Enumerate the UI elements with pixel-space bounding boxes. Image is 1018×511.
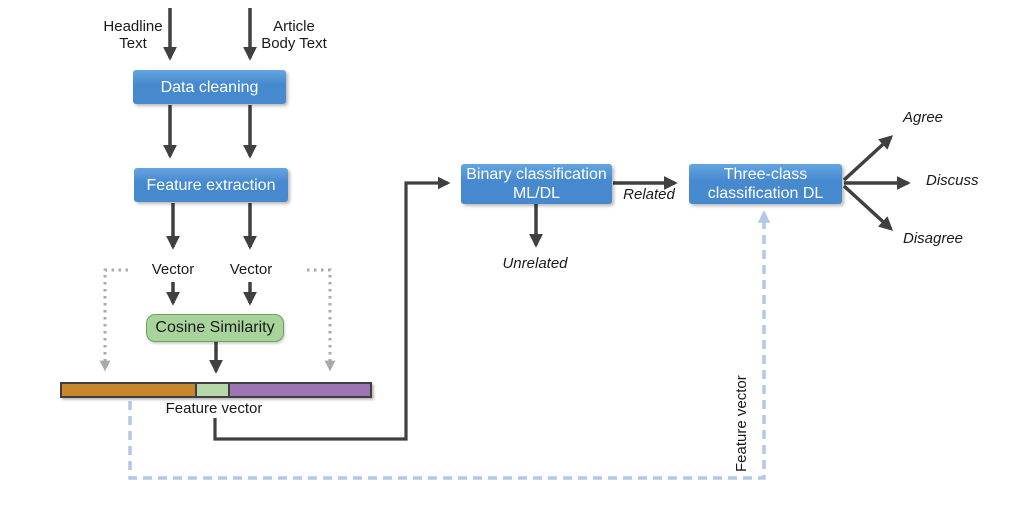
arrow-threeclass-to-agree bbox=[842, 135, 894, 182]
feature-vector-segment-body bbox=[230, 384, 370, 396]
label-agree: Agree bbox=[903, 109, 944, 126]
label-article-line1: Article bbox=[273, 18, 315, 35]
box-three-class-classification: Three-class classification DL bbox=[689, 164, 842, 204]
box-data-cleaning-label: Data cleaning bbox=[160, 78, 259, 96]
arrow-featurevector-to-binary bbox=[213, 176, 451, 441]
label-vector-left: Vector bbox=[151, 261, 195, 278]
label-discuss: Discuss bbox=[926, 172, 979, 189]
box-binary-classification: Binary classification ML/DL bbox=[461, 164, 612, 204]
box-three-class-line1: Three-class bbox=[723, 166, 808, 183]
label-headline-line2: Text bbox=[119, 35, 147, 52]
dotted-arrow-vector-to-bar-right bbox=[307, 268, 336, 372]
label-unrelated: Unrelated bbox=[502, 255, 568, 272]
label-vector-right: Vector bbox=[229, 261, 273, 278]
label-feature-vector-side: Feature vector bbox=[733, 375, 750, 472]
label-article-body-text: Article Body Text bbox=[250, 18, 338, 52]
box-data-cleaning: Data cleaning bbox=[133, 70, 286, 104]
label-disagree: Disagree bbox=[903, 230, 964, 247]
label-feature-vector: Feature vector bbox=[165, 400, 263, 417]
label-related: Related bbox=[623, 186, 675, 203]
label-headline-text: Headline Text bbox=[89, 18, 177, 52]
dashed-arrow-featurevector-to-threeclass bbox=[128, 210, 771, 480]
dotted-arrow-vector-to-bar-left bbox=[99, 268, 128, 372]
feature-vector-bar bbox=[60, 382, 372, 398]
feature-vector-segment-headline bbox=[62, 384, 195, 396]
arrow-threeclass-to-disagree bbox=[842, 184, 894, 231]
box-feature-extraction-label: Feature extraction bbox=[146, 176, 276, 194]
label-article-line2: Body Text bbox=[261, 35, 327, 52]
box-three-class-line2: classification DL bbox=[707, 185, 824, 202]
box-feature-extraction: Feature extraction bbox=[134, 168, 288, 202]
box-cosine-similarity-label: Cosine Similarity bbox=[155, 319, 275, 336]
box-binary-classification-line1: Binary classification bbox=[466, 166, 607, 183]
box-binary-classification-line2: ML/DL bbox=[512, 185, 561, 202]
feature-vector-segment-cosine bbox=[197, 384, 228, 396]
box-cosine-similarity: Cosine Similarity bbox=[146, 314, 284, 342]
label-headline-line1: Headline bbox=[103, 18, 163, 35]
